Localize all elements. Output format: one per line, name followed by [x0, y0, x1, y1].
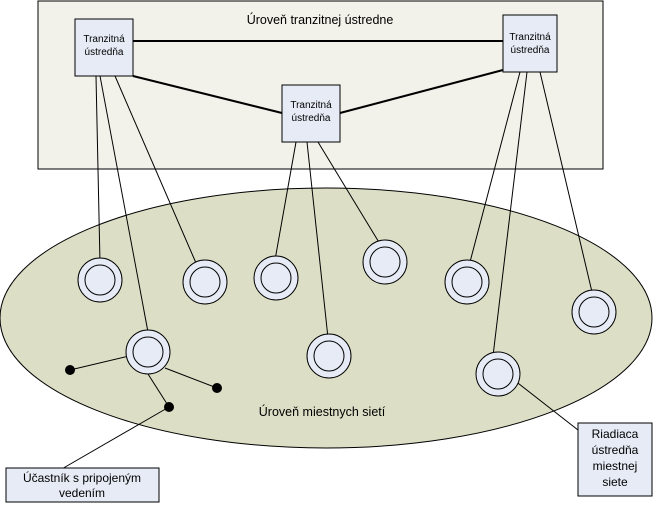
transit-exchange-center: Tranzitná ústredňa: [281, 84, 341, 143]
link-right-node6: [469, 71, 521, 263]
link-left-node1: [95, 75, 101, 264]
transit-exchange-right: Tranzitná ústredňa: [502, 14, 558, 73]
transit-right-line1: Tranzitná: [509, 32, 551, 43]
callout-subscriber-line2: vedením: [59, 486, 105, 500]
subscriber-dot: [212, 383, 222, 393]
link-right-node8: [492, 71, 528, 357]
sub-line-2: [164, 367, 218, 389]
callout-control-line4: siete: [602, 475, 628, 489]
subscriber-dot: [65, 365, 75, 375]
link-center-node3: [274, 141, 297, 261]
trunk-left-center: [132, 75, 283, 114]
link-center-node4: [317, 141, 381, 245]
callout-control-line1: Riadiaca: [592, 427, 639, 441]
callout-control-line3: miestnej: [593, 459, 638, 473]
transit-left-line2: ústredňa: [85, 47, 124, 58]
sub-line-1: [69, 355, 130, 371]
link-center-node5: [306, 141, 329, 339]
link-left-node2: [114, 75, 197, 264]
transit-left-line1: Tranzitná: [83, 34, 125, 45]
subscriber-dot: [164, 402, 174, 412]
transit-exchange-left: Tranzitná ústredňa: [74, 18, 134, 77]
local-exchange-node: [77, 257, 123, 303]
local-level-label: Úroveň miestnych sietí: [259, 404, 386, 419]
link-right-node7: [539, 71, 593, 293]
local-exchange-node: [571, 289, 617, 335]
callout-line-control: [513, 379, 579, 431]
local-exchange-node-subscriber-hub: [125, 329, 171, 375]
control-exchange-node: [475, 351, 521, 397]
local-exchange-node: [444, 259, 490, 305]
link-left-control: [99, 75, 149, 333]
local-exchange-node: [306, 333, 352, 379]
callout-subscriber: Účastník s pripojeným vedením: [5, 467, 160, 503]
transit-level-label: Úroveň tranzitnej ústredne: [247, 12, 394, 27]
local-exchange-node: [362, 239, 408, 285]
transit-center-line1: Tranzitná: [290, 100, 332, 111]
local-exchange-node: [253, 255, 299, 301]
callout-line-subscriber: [59, 406, 170, 471]
callout-control-line2: ústredňa: [592, 443, 639, 457]
callout-control-exchange: Riadiaca ústredňa miestnej siete: [577, 422, 653, 497]
sub-line-3: [147, 373, 170, 408]
transit-right-line2: ústredňa: [511, 45, 550, 56]
callout-subscriber-line1: Účastník s pripojeným: [23, 470, 141, 485]
trunk-center-right: [339, 69, 504, 114]
local-exchange-node: [182, 259, 228, 305]
transit-center-line2: ústredňa: [292, 113, 331, 124]
connections: [59, 40, 593, 471]
